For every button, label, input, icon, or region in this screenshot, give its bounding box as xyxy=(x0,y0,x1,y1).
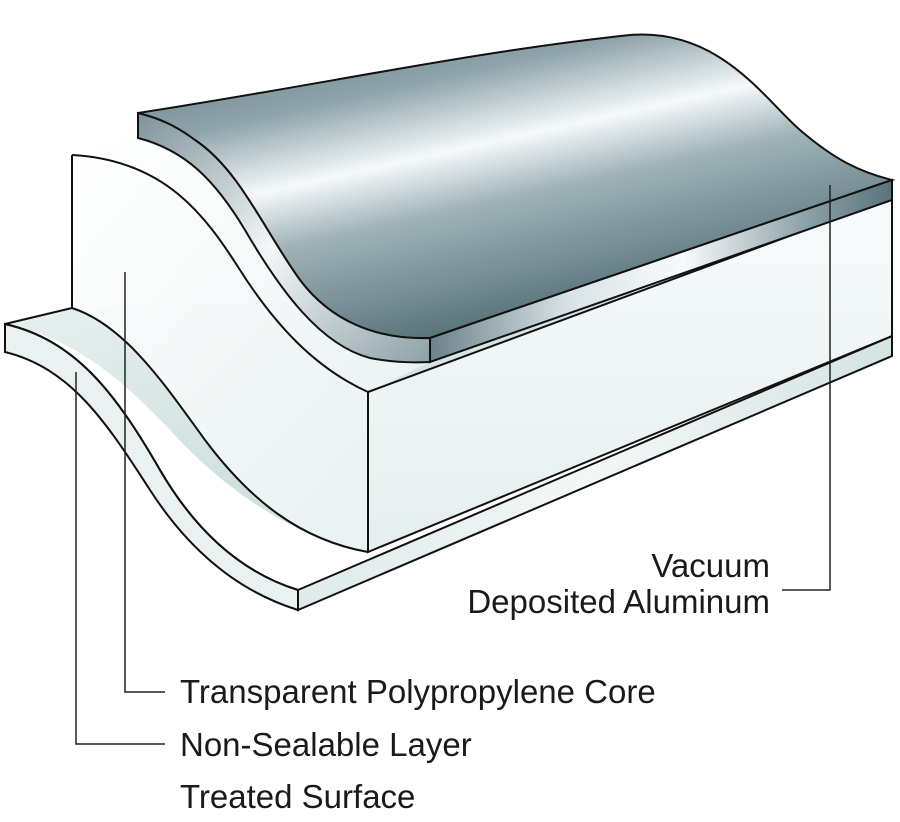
label-vacuum: Vacuum xyxy=(651,547,770,584)
leader-nonsealable xyxy=(75,372,165,745)
aluminum-layer xyxy=(137,33,896,364)
leader-aluminum xyxy=(782,185,831,591)
core-left-face xyxy=(72,138,430,552)
label-treated-surface: Treated Surface xyxy=(180,778,416,815)
aluminum-left-edge xyxy=(137,111,431,364)
leader-core xyxy=(124,272,165,693)
label-polypropylene-core: Transparent Polypropylene Core xyxy=(180,673,656,710)
leader-lines xyxy=(75,185,831,745)
core-layer xyxy=(71,138,893,554)
label-deposited-aluminum: Deposited Aluminum xyxy=(467,583,770,620)
label-non-sealable-layer: Non-Sealable Layer xyxy=(180,726,472,763)
